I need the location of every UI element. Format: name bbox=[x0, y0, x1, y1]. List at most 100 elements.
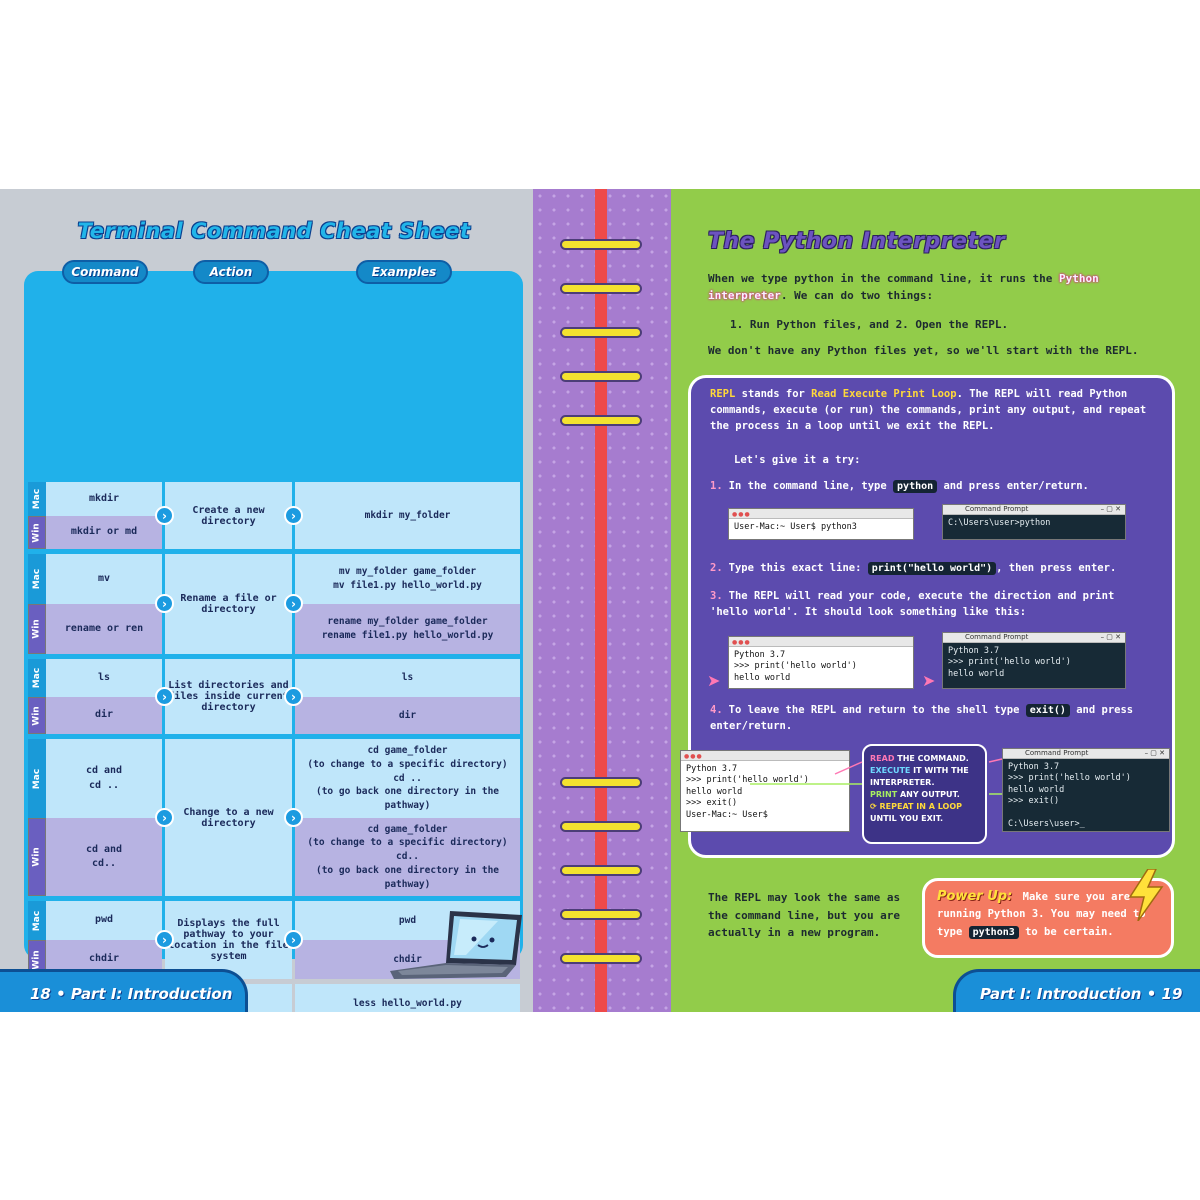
step-text: To leave the REPL and return to the shel… bbox=[728, 704, 1026, 716]
step-number: 3. bbox=[710, 590, 723, 602]
step-text: Type this exact line: bbox=[728, 562, 868, 574]
step-number: 2. bbox=[710, 562, 723, 574]
lets-try: Let's give it a try: bbox=[734, 454, 861, 466]
diagram-loop: ⟳ REPEAT IN A LOOP UNTIL YOU EXIT. bbox=[870, 801, 979, 825]
win-command-cell: cd and cd.. bbox=[46, 818, 162, 896]
note-bold: REPL bbox=[734, 891, 762, 904]
step-text: The REPL will read your code, execute th… bbox=[710, 590, 1115, 618]
connector-read bbox=[834, 761, 863, 775]
step-text: In the command line, type bbox=[728, 480, 894, 492]
power-up-text: Power Up: Make sure you are running Pyth… bbox=[937, 889, 1159, 941]
diagram-keyword: EXECUTE bbox=[870, 766, 911, 775]
left-footer-text: 18 • Part I: Introduction bbox=[30, 985, 233, 1003]
book-spread: Terminal Command Cheat Sheet Command Act… bbox=[0, 189, 1200, 1012]
diagram-keyword: READ bbox=[870, 754, 895, 763]
window-title: Command Prompt bbox=[965, 633, 1029, 641]
binder-ring-icon bbox=[560, 327, 642, 338]
pointer-arrow-icon: ➤ bbox=[922, 671, 936, 690]
repl-note: The REPL may look the same as the comman… bbox=[708, 889, 913, 942]
window-buttons-icon: ●●● bbox=[732, 511, 751, 518]
os-label-text: Win bbox=[32, 847, 43, 867]
os-label-text: Mac bbox=[32, 667, 42, 689]
win-command-cell: dir bbox=[46, 697, 162, 734]
mac-example-cell: mv my_folder game_folder mv file1.py hel… bbox=[295, 554, 520, 604]
binder-ring-icon bbox=[560, 239, 642, 250]
os-label-text: Win bbox=[32, 522, 43, 543]
action-cell: Create a new directory bbox=[165, 482, 292, 549]
action-cell: Change to a new directory bbox=[165, 739, 292, 896]
row-arrow-icon: › bbox=[284, 594, 303, 613]
left-footer-tab bbox=[0, 969, 248, 1012]
row-arrow-icon: › bbox=[155, 930, 174, 949]
repl-definition: REPL stands for Read Execute Print Loop.… bbox=[710, 387, 1160, 434]
diagram-execute: EXECUTE IT WITH THE INTERPRETER. bbox=[870, 765, 979, 789]
window-titlebar: ●●● bbox=[729, 637, 913, 647]
power-up-body: Make sure you are running Python 3. You … bbox=[937, 891, 1146, 938]
os-label-mac: Mac bbox=[28, 901, 46, 940]
window-titlebar: Command Prompt– ▢ ✕ bbox=[1003, 749, 1169, 759]
step-2: 2. Type this exact line: print("hello wor… bbox=[710, 561, 1160, 577]
laptop-mascot-icon bbox=[390, 911, 522, 979]
binder-ring-icon bbox=[560, 283, 642, 294]
example-cell: mkdir my_folder bbox=[295, 482, 520, 549]
row-arrow-icon: › bbox=[155, 808, 174, 827]
terminal-output: User-Mac:~ User$ python3 bbox=[734, 522, 857, 532]
repl-expansion: Read Execute Print Loop bbox=[811, 388, 957, 400]
code-chip: python bbox=[893, 480, 938, 493]
mac-command-cell: mkdir bbox=[46, 482, 162, 516]
diagram-text: IT WITH THE INTERPRETER. bbox=[870, 766, 969, 787]
window-controls-icon: – ▢ ✕ bbox=[1144, 749, 1165, 757]
mac-command-cell: mv bbox=[46, 554, 162, 604]
window-titlebar: Command Prompt – ▢ ✕ bbox=[943, 505, 1125, 515]
repl-acronym: REPL bbox=[710, 388, 736, 400]
win-example-cell: rename my_folder game_folder rename file… bbox=[295, 604, 520, 654]
os-label-mac: Mac bbox=[28, 554, 46, 604]
os-label-mac: Mac bbox=[28, 659, 46, 697]
terminal-output: Python 3.7 >>> print('hello world') hell… bbox=[1008, 762, 1131, 830]
window-controls-icon: – ▢ ✕ bbox=[1100, 505, 1121, 513]
win-command-prompt-window: Command Prompt– ▢ ✕ Python 3.7 >>> print… bbox=[1002, 748, 1170, 832]
row-arrow-icon: › bbox=[284, 687, 303, 706]
action-cell: List directories and files inside curren… bbox=[165, 659, 292, 734]
row-arrow-icon: › bbox=[155, 506, 174, 525]
terminal-output: Python 3.7 >>> print('hello world') hell… bbox=[686, 764, 809, 820]
window-title: Command Prompt bbox=[965, 505, 1029, 513]
python-interpreter-title: The Python Interpreter bbox=[708, 229, 1006, 254]
binder-ring-icon bbox=[560, 909, 642, 920]
mac-terminal-window: ●●● Python 3.7 >>> print('hello world') … bbox=[680, 750, 850, 832]
intro-text: When we type bbox=[708, 272, 795, 285]
diagram-read: READ THE COMMAND. bbox=[870, 753, 979, 765]
diagram-connector-lines bbox=[750, 758, 1003, 795]
diagram-keyword: REPEAT IN A LOOP bbox=[879, 802, 962, 811]
row-arrow-icon: › bbox=[284, 930, 303, 949]
loop-icon: ⟳ bbox=[870, 802, 880, 811]
power-up-heading: Power Up: bbox=[937, 889, 1013, 904]
mac-terminal-window: ●●● User-Mac:~ User$ python3 bbox=[728, 508, 914, 540]
os-label-text: Win bbox=[32, 619, 43, 639]
diagram-text: UNTIL YOU EXIT. bbox=[870, 814, 943, 823]
code-chip: python3 bbox=[968, 925, 1019, 939]
note-text: The bbox=[708, 891, 735, 904]
os-label-text: Mac bbox=[32, 488, 42, 510]
repl-def-text: stands for bbox=[735, 388, 812, 400]
terminal-output: Python 3.7 >>> print('hello world') hell… bbox=[948, 646, 1071, 679]
win-command-prompt-window: Command Prompt– ▢ ✕ C:\Users\user>python bbox=[942, 504, 1126, 540]
mac-example-cell: ls bbox=[295, 659, 520, 697]
repl-def-text: . The REPL will read Python commands, ex… bbox=[710, 388, 1147, 432]
row-arrow-icon: › bbox=[155, 687, 174, 706]
diagram-keyword: PRINT bbox=[870, 790, 898, 799]
os-label-text: Win bbox=[32, 949, 43, 970]
code-chip: print("hello world") bbox=[867, 562, 997, 575]
intro-text: . We can do two things: bbox=[780, 288, 934, 302]
window-buttons-icon: ●●● bbox=[732, 639, 751, 646]
row-arrow-icon: › bbox=[155, 594, 174, 613]
win-command-prompt-window: Command Prompt– ▢ ✕ Python 3.7 >>> print… bbox=[942, 632, 1126, 689]
binder-ring-icon bbox=[560, 865, 642, 876]
code-chip: exit() bbox=[1025, 704, 1070, 717]
os-label-mac: Mac bbox=[28, 482, 46, 516]
win-command-cell: mkdir or md bbox=[46, 516, 162, 549]
os-label-win: Win bbox=[28, 604, 46, 654]
mac-command-cell: cd and cd .. bbox=[46, 739, 162, 818]
win-example-cell: cd game_folder (to change to a specific … bbox=[295, 818, 520, 896]
window-buttons-icon: ●●● bbox=[684, 753, 703, 760]
